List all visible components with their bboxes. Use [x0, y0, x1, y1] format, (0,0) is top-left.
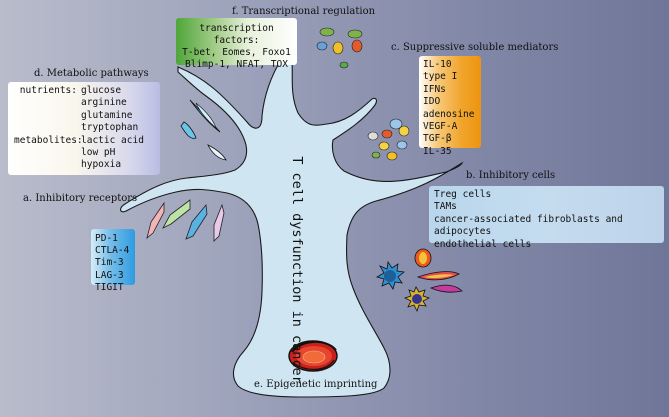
mediator-item: IDO — [423, 96, 441, 108]
metabolic-row: glutamine — [14, 110, 154, 122]
metabolic-key — [14, 110, 77, 122]
mediator-item: IL-35 — [423, 145, 452, 157]
metabolic-key — [14, 147, 77, 159]
metabolic-row: low pH — [14, 147, 154, 159]
soluble-mediators-box: IL-10 type I IFNs IDO adenosine VEGF-A T… — [419, 56, 481, 157]
receptor-lag3 — [213, 203, 225, 242]
mediator-item: type I IFNs — [423, 71, 458, 95]
soluble-mediators-heading: c. Suppressive soluble mediators — [391, 42, 559, 53]
receptor-item: LAG-3 — [95, 269, 124, 281]
metabolic-row: nutrients: glucose — [14, 85, 154, 97]
metabolic-value: low pH — [81, 147, 116, 159]
metabolic-box: nutrients: glucose arginine glutamine try… — [8, 82, 160, 175]
metabolic-heading: d. Metabolic pathways — [34, 68, 149, 79]
metabolic-row: hypoxia — [14, 159, 154, 171]
inhibitory-cells-box: Treg cells TAMs cancer-associated fibrob… — [429, 186, 664, 250]
inhibitory-cell-item: Treg cells — [434, 189, 492, 200]
inhibitory-receptors-heading: a. Inhibitory receptors — [23, 193, 138, 204]
metabolic-key — [14, 159, 77, 171]
elongated-cell-2 — [429, 284, 463, 293]
mediator-item: VEGF-A — [423, 121, 458, 133]
inhibitory-cells-heading: b. Inhibitory cells — [466, 170, 556, 181]
inhibitory-cell-shapes — [375, 248, 463, 313]
metabolic-row: tryptophan — [14, 122, 154, 134]
leaf-shape — [180, 121, 197, 139]
receptor-ctla4 — [162, 199, 191, 229]
metabolic-row: metabolites:lactic acid — [14, 135, 154, 147]
tf-line: T-bet, Eomes, Foxo1 — [182, 47, 291, 58]
metabolic-key: nutrients: — [19, 85, 77, 96]
transcriptional-heading: f. Transcriptional regulation — [232, 6, 376, 17]
t-cell-body — [120, 52, 464, 398]
receptor-item: CTLA-4 — [95, 245, 130, 257]
receptor-item: PD-1 — [95, 233, 118, 244]
metabolic-value: tryptophan — [81, 122, 139, 134]
leaf-shape — [207, 144, 227, 161]
mediator-item: adenosine — [423, 108, 475, 120]
metabolic-value: lactic acid — [81, 134, 144, 146]
metabolite-shapes — [180, 99, 227, 161]
mediator-item: IL-10 — [423, 59, 452, 70]
inhibitory-cell-item: cancer-associated fibroblasts and adipoc… — [434, 213, 623, 238]
metabolic-value: hypoxia — [81, 159, 122, 171]
metabolic-value: arginine — [81, 97, 127, 109]
diagram-title: T cell dysfunction in cancer — [289, 156, 305, 384]
metabolic-key: metabolites: — [14, 134, 83, 146]
metabolic-value: glutamine — [81, 109, 133, 121]
soluble-particles — [316, 27, 410, 161]
tf-line: transcription factors: — [199, 23, 274, 46]
tf-line: Blimp-1, NFAT, TOX — [185, 59, 288, 70]
leaf-shape — [195, 102, 217, 129]
transcription-factors-box: transcription factors: T-bet, Eomes, Fox… — [176, 18, 297, 70]
epigenetic-swirl — [288, 340, 338, 372]
mediator-item: TGF-β — [423, 133, 452, 145]
receptor-tim3 — [185, 204, 208, 240]
metabolic-row: arginine — [14, 97, 154, 109]
inhibitory-cell-item: endothelial cells — [434, 238, 532, 250]
receptor-item: TIGIT — [95, 281, 124, 293]
inhibitory-receptors-box: PD-1 CTLA-4 Tim-3 LAG-3 TIGIT — [91, 229, 135, 293]
metabolic-value: glucose — [81, 85, 122, 96]
receptor-item: Tim-3 — [95, 257, 124, 269]
epigenetic-heading: e. Epigenetic imprinting — [254, 379, 378, 390]
receptor-spikes — [146, 199, 225, 242]
receptor-pd1 — [146, 201, 165, 240]
metabolic-key — [14, 122, 77, 134]
metabolic-key — [14, 97, 77, 109]
inhibitory-cell-item: TAMs — [434, 201, 457, 213]
